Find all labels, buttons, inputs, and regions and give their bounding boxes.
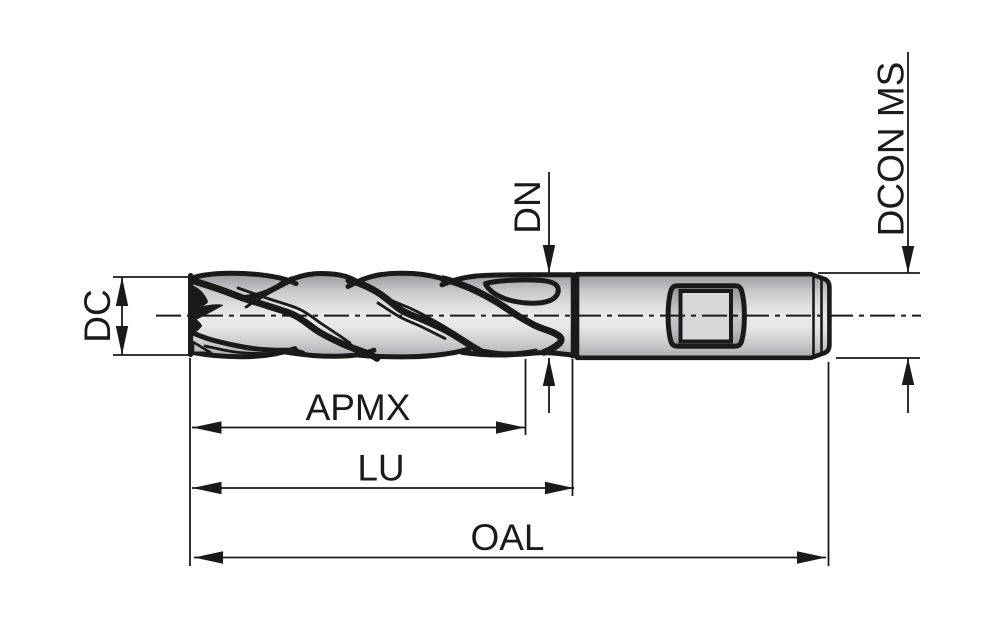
svg-text:LU: LU [357, 447, 404, 488]
svg-text:APMX: APMX [306, 387, 411, 428]
svg-text:DN: DN [507, 180, 548, 233]
svg-text:DC: DC [77, 289, 118, 342]
svg-text:OAL: OAL [470, 517, 544, 558]
svg-text:DCON MS: DCON MS [871, 62, 912, 237]
